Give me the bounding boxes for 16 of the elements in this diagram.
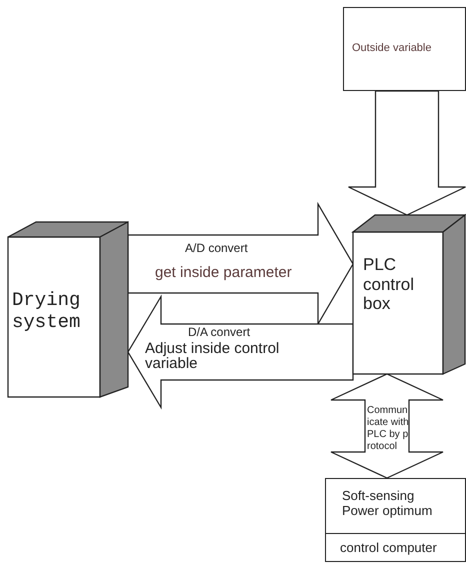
computer-box [325,478,466,562]
node-subtitle: control computer [340,541,438,556]
edge-label: A/D convert [185,242,249,256]
node-title: Soft-sensing Power optimum [342,489,434,519]
node-title: Drying system [12,290,82,334]
block-arrow [348,90,466,216]
block-arrow [127,294,354,410]
annotation-text: Adjust inside control variable [145,341,280,371]
process-box [343,7,466,91]
node-title: PLC control box [363,255,416,314]
block-arrow [330,373,444,479]
annotation-text: get inside parameter [155,264,293,282]
block-arrow [127,202,354,326]
node-title: Outside variable [352,42,432,55]
edge-label: Communicate with PLC by protocol [367,405,409,453]
edge-label: D/A convert [188,326,252,340]
